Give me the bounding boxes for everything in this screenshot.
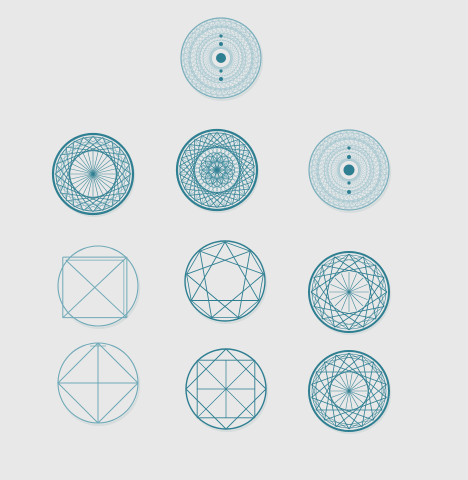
row4-diamond-pattern — [57, 342, 141, 426]
row4-octagram-pattern — [185, 348, 269, 432]
row2-rose-pattern — [175, 128, 260, 213]
row3-square-pattern — [57, 245, 141, 329]
row3-web-pattern — [308, 251, 392, 335]
row3-star-pattern — [184, 240, 268, 324]
row2-solar-pattern — [308, 129, 392, 213]
top-solar-pattern — [180, 17, 264, 101]
row4-web-pattern — [308, 350, 392, 434]
row2-spoke-pattern — [51, 132, 136, 217]
